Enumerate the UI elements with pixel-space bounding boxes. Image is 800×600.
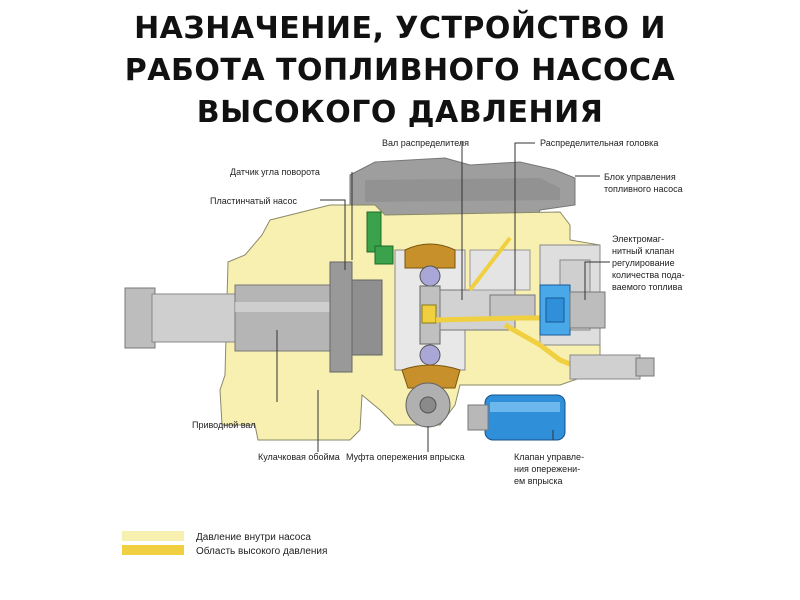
legend: Давление внутри насоса Область высокого … — [122, 531, 327, 557]
legend-high-pressure: Область высокого давления — [196, 545, 327, 557]
leader-lines — [276, 142, 610, 452]
title-line-3: ВЫСОКОГО ДАВЛЕНИЯ — [196, 95, 604, 130]
timing-coupling — [401, 364, 461, 428]
legend-swatch-high — [122, 545, 184, 555]
label-vane-pump: Пластинчатый насос — [210, 196, 298, 206]
label-timing-valve-2: ния опережени- — [514, 464, 580, 474]
title-line-1: НАЗНАЧЕНИЕ, УСТРОЙСТВО И — [134, 11, 666, 46]
drive-shaft — [124, 261, 383, 373]
legend-internal-pressure: Давление внутри насоса — [196, 532, 311, 543]
label-valve-1: Электромаг- — [612, 234, 664, 244]
electromagnetic-valve — [539, 284, 606, 336]
label-valve-3: регулирование — [612, 258, 675, 268]
label-cam-ring: Кулачковая обойма — [258, 452, 340, 462]
label-drive-shaft: Приводной вал — [192, 420, 256, 430]
page-title: НАЗНАЧЕНИЕ, УСТРОЙСТВО И РАБОТА ТОПЛИВНО… — [60, 8, 740, 134]
angle-sensor — [366, 211, 394, 265]
label-valve-2: нитный клапан — [612, 246, 674, 256]
delivery-fitting — [569, 354, 655, 380]
title-line-2: РАБОТА ТОПЛИВНОГО НАСОСА — [124, 53, 676, 88]
label-distributor-head: Распределительная головка — [540, 138, 658, 148]
label-valve-5: ваемого топлива — [612, 282, 682, 292]
label-timing-coupling: Муфта опережения впрыска — [346, 452, 465, 462]
label-control-unit-2: топливного насоса — [604, 184, 683, 194]
label-timing-valve-1: Клапан управле- — [514, 452, 584, 462]
label-valve-4: количества пода- — [612, 270, 685, 280]
label-angle-sensor: Датчик угла поворота — [230, 167, 320, 177]
legend-swatch-internal — [122, 531, 184, 541]
timing-valve — [467, 394, 566, 441]
label-shaft-distributor: Вал распределителя — [382, 138, 469, 148]
label-control-unit-1: Блок управления — [604, 172, 676, 182]
label-timing-valve-3: ем впрыска — [514, 476, 562, 486]
